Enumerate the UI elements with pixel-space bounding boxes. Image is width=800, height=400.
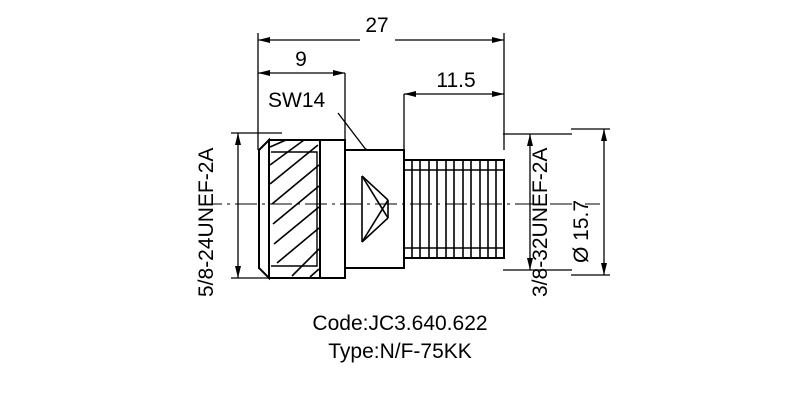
arrow-right-thread-right [492, 91, 504, 97]
arrow-overall-left [258, 37, 270, 43]
arrow-right-spec-bottom [527, 258, 533, 270]
caption-code: Code:JC3.640.622 [312, 312, 488, 335]
dimension-label-right-thread-spec: 3/8-32UNEF-2A [529, 148, 552, 297]
collar-section [319, 139, 346, 279]
arrow-left-spec-top [235, 133, 241, 145]
arrow-left-section-right [333, 70, 345, 76]
leader-line-hex-flats [337, 112, 371, 156]
dimension-label-right-thread-length: 11.5 [436, 69, 475, 92]
arrow-overall-right [492, 37, 504, 43]
left-thread-root [271, 151, 318, 267]
arrow-diameter-bottom [601, 263, 607, 275]
right-thread-lines [411, 160, 497, 258]
hex-facets [361, 175, 389, 243]
left-end-chamfer [258, 137, 270, 281]
arrow-left-section-left [258, 70, 270, 76]
part-outline-group [258, 137, 505, 281]
dimension-label-left-section: 9 [295, 48, 307, 71]
hex-body [344, 149, 405, 269]
caption-type: Type:N/F-75KK [328, 340, 472, 363]
title-block: Code:JC3.640.622 Type:N/F-75KK [0, 310, 800, 366]
dimension-label-overall-length: 27 [365, 14, 388, 37]
arrow-left-spec-bottom [235, 266, 241, 278]
arrow-diameter-top [601, 129, 607, 141]
arrow-right-thread-left [404, 91, 416, 97]
arrow-right-spec-top [527, 134, 533, 146]
dimension-label-hex-flats: SW14 [268, 89, 326, 112]
dimension-label-diameter: Ø 15.7 [570, 200, 593, 263]
dimension-lines-group [231, 33, 610, 279]
dimension-label-left-thread-spec: 5/8-24UNEF-2A [195, 148, 218, 297]
